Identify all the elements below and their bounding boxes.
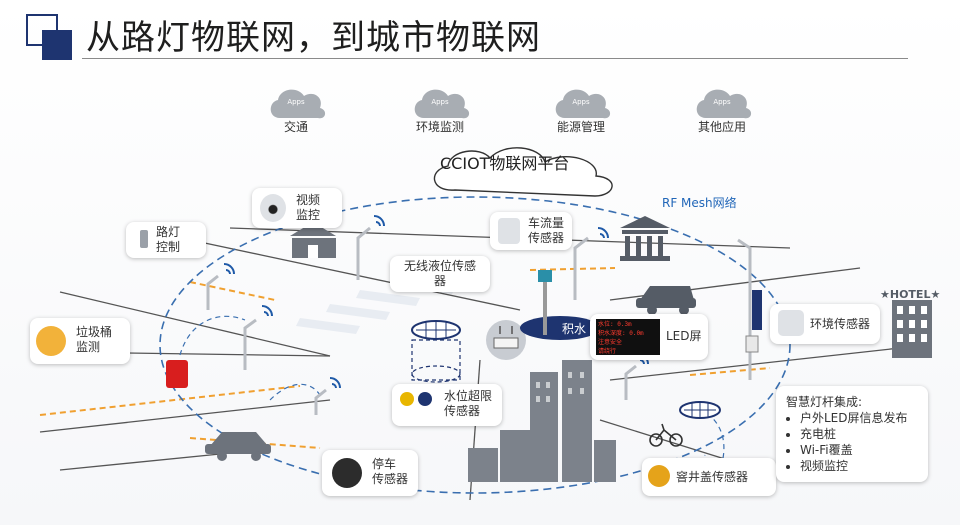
app-energy-management[interactable]: Apps 能源管理 bbox=[541, 98, 621, 135]
apps-badge: Apps bbox=[713, 98, 731, 106]
star-icon: ★ bbox=[880, 288, 890, 301]
integration-item: 充电桩 bbox=[800, 426, 918, 442]
trash-line1: 垃圾桶 bbox=[76, 325, 113, 339]
ponding-label: 积水 bbox=[562, 322, 587, 336]
environment-sensor-icon bbox=[778, 310, 804, 336]
water-limit-line1: 水位超限 bbox=[444, 389, 493, 403]
parking-line1: 停车 bbox=[372, 457, 397, 471]
led-screen-label: LED屏 bbox=[666, 329, 702, 343]
led-screen-card[interactable]: 水位: 0.3m 积水深度: 0.0m 注意安全 请绕行 LED屏 bbox=[590, 314, 708, 360]
water-limit-sensor-icon-2 bbox=[418, 392, 432, 406]
van-icon bbox=[636, 286, 696, 315]
platform-label: CCIOT物联网平台 bbox=[440, 154, 570, 173]
traffic-sensor-card[interactable]: 车流量 传感器 bbox=[490, 212, 572, 250]
liquid-line1: 无线液位传感 bbox=[403, 259, 476, 273]
streetlight-controller-icon bbox=[140, 230, 148, 248]
trash-sensor-icon bbox=[36, 326, 66, 356]
liquid-level-card[interactable]: 无线液位传感 器 bbox=[390, 256, 490, 292]
trash-bin-card[interactable]: 垃圾桶 监测 bbox=[30, 318, 130, 364]
video-monitor-card[interactable]: 视频 监控 bbox=[252, 188, 342, 228]
rf-mesh-label: RF Mesh网络 bbox=[662, 196, 737, 210]
video-monitor-line2: 监控 bbox=[296, 208, 321, 222]
apps-badge: Apps bbox=[431, 98, 449, 106]
hotel-windows bbox=[897, 306, 927, 342]
traffic-line2: 传感器 bbox=[528, 231, 565, 245]
bank-building-icon bbox=[620, 216, 670, 261]
manhole-sensor-label: 窨井盖传感器 bbox=[676, 470, 749, 484]
hotel-sign: ★HOTEL★ bbox=[880, 288, 940, 301]
traffic-line1: 车流量 bbox=[528, 216, 565, 230]
gateway-router-icon bbox=[486, 320, 526, 360]
platform-cloud-icon bbox=[433, 147, 613, 197]
traffic-sensor-label: 车流量 传感器 bbox=[528, 216, 564, 246]
pole-led-panel bbox=[745, 290, 762, 353]
water-limit-label: 水位超限 传感器 bbox=[444, 389, 492, 419]
trash-line2: 监测 bbox=[76, 340, 101, 354]
liquid-level-label: 无线液位传感 器 bbox=[400, 259, 480, 289]
apps-badge: Apps bbox=[572, 98, 590, 106]
water-limit-sensor-icon bbox=[400, 392, 414, 406]
smart-pole-integration-card: 智慧灯杆集成: 户外LED屏信息发布 充电桩 Wi-Fi覆盖 视频监控 bbox=[776, 386, 928, 482]
ponding-area bbox=[520, 316, 600, 340]
liquid-line2: 器 bbox=[433, 274, 446, 288]
integration-item: 视频监控 bbox=[800, 458, 918, 474]
parking-sensor-card[interactable]: 停车 传感器 bbox=[322, 450, 418, 496]
apps-badge: Apps bbox=[287, 98, 305, 106]
trash-can-icon bbox=[166, 360, 188, 388]
manhole-sensor-card[interactable]: 窨井盖传感器 bbox=[642, 458, 776, 496]
page-title: 从路灯物联网，到城市物联网 bbox=[86, 18, 541, 58]
title-divider bbox=[82, 58, 908, 59]
led-row-4: 请绕行 bbox=[598, 348, 617, 355]
manhole-cover-grid-icon bbox=[679, 401, 721, 419]
water-limit-grid-icon bbox=[411, 320, 461, 383]
traffic-sensor-icon bbox=[498, 218, 520, 244]
app-label-energy: 能源管理 bbox=[556, 120, 605, 134]
app-label-other: 其他应用 bbox=[697, 120, 746, 134]
led-row-2: 积水深度: 0.0m bbox=[598, 330, 644, 337]
logo-mark-fill bbox=[42, 30, 72, 60]
integration-item: 户外LED屏信息发布 bbox=[800, 410, 918, 426]
hotel-sign-text: HOTEL bbox=[889, 288, 931, 301]
app-traffic[interactable]: Apps 交通 bbox=[256, 98, 336, 135]
parking-line2: 传感器 bbox=[372, 472, 409, 486]
led-display: 水位: 0.3m 积水深度: 0.0m 注意安全 请绕行 bbox=[596, 319, 660, 355]
streetlight-line1: 路灯 bbox=[156, 225, 181, 239]
app-label-traffic: 交通 bbox=[283, 120, 308, 134]
environment-sensor-label: 环境传感器 bbox=[810, 317, 871, 331]
star-icon: ★ bbox=[930, 288, 941, 301]
streetlight-control-label: 路灯 控制 bbox=[156, 225, 180, 255]
car-icon bbox=[205, 432, 271, 461]
integration-item: Wi-Fi覆盖 bbox=[800, 442, 918, 458]
trash-bin-label: 垃圾桶 监测 bbox=[76, 325, 112, 355]
water-limit-line2: 传感器 bbox=[444, 404, 481, 418]
city-skyline-icon bbox=[468, 360, 616, 482]
app-environment-monitoring[interactable]: Apps 环境监测 bbox=[400, 98, 480, 135]
video-monitor-label: 视频 监控 bbox=[296, 193, 320, 223]
bicycle-icon bbox=[649, 423, 683, 447]
skyline-windows bbox=[536, 372, 584, 402]
streetlight-control-card[interactable]: 路灯 控制 bbox=[126, 222, 206, 258]
environment-sensor-card[interactable]: 环境传感器 bbox=[770, 304, 880, 344]
liquid-level-sensor-icon bbox=[538, 270, 552, 335]
integration-title: 智慧灯杆集成: bbox=[786, 395, 863, 409]
led-row-3: 注意安全 bbox=[598, 339, 623, 346]
camera-icon bbox=[260, 194, 286, 222]
app-cloud-icons bbox=[270, 89, 752, 119]
house-building-icon bbox=[290, 222, 336, 258]
video-monitor-line1: 视频 bbox=[296, 193, 321, 207]
app-label-environment: 环境监测 bbox=[415, 120, 464, 134]
led-row-1: 水位: 0.3m bbox=[598, 321, 632, 328]
parking-sensor-icon bbox=[332, 458, 362, 488]
app-other[interactable]: Apps 其他应用 bbox=[682, 98, 762, 135]
parking-sensor-label: 停车 传感器 bbox=[372, 457, 408, 487]
manhole-sensor-icon bbox=[648, 465, 670, 487]
integration-list: 户外LED屏信息发布 充电桩 Wi-Fi覆盖 视频监控 bbox=[786, 410, 918, 474]
water-limit-card[interactable]: 水位超限 传感器 bbox=[392, 384, 502, 426]
streetlight-line2: 控制 bbox=[156, 240, 181, 254]
rf-mesh-ellipse bbox=[159, 196, 791, 494]
